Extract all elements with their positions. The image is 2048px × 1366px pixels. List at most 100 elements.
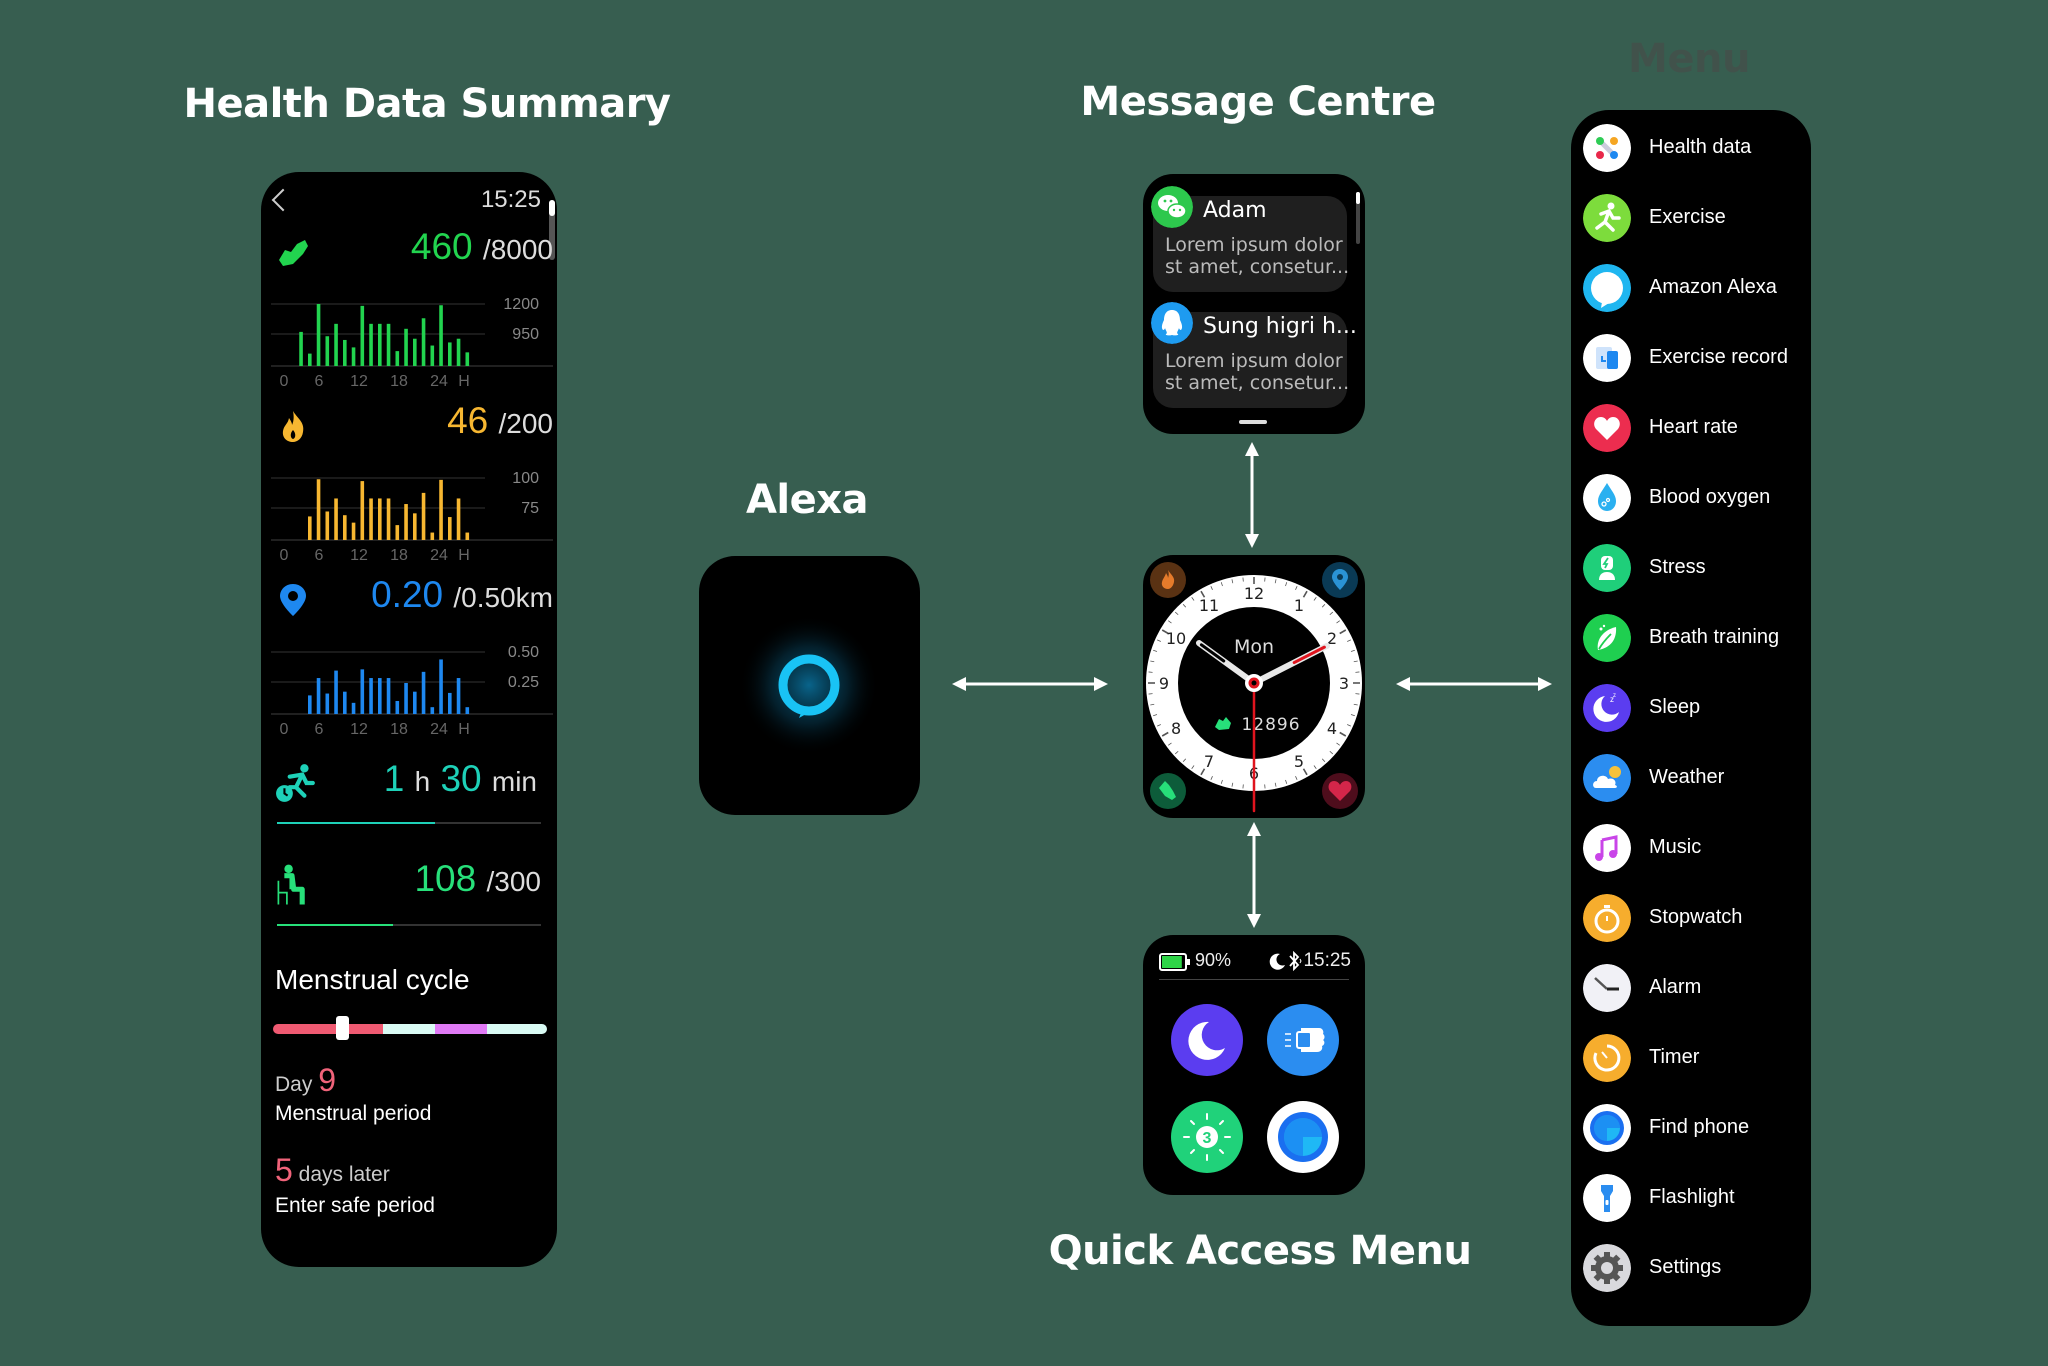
x-tick-label: 24 <box>430 721 448 738</box>
exercise-minutes: 30 <box>440 758 482 799</box>
clock-tick <box>1347 724 1351 727</box>
qq-icon <box>1151 302 1193 344</box>
chart-bar <box>334 498 338 540</box>
exercise-hours-unit: h <box>414 766 431 797</box>
menu-item-alarm[interactable]: Alarm <box>1583 964 1803 1014</box>
alexa-screen[interactable] <box>699 556 920 815</box>
standing-progress-bar <box>277 924 541 926</box>
x-tick-label: 24 <box>430 373 448 390</box>
steps-goal: /8000 <box>482 234 553 265</box>
x-tick-label: 0 <box>280 721 289 738</box>
x-tick-label: 6 <box>315 373 324 390</box>
location-pin-icon <box>280 584 306 616</box>
clock-tick <box>1329 750 1334 755</box>
chart-bar <box>439 305 443 366</box>
menu-item-flashlight[interactable]: Flashlight <box>1583 1174 1803 1224</box>
menu-item-settings[interactable]: Settings <box>1583 1244 1803 1294</box>
x-tick-label: 18 <box>390 721 408 738</box>
complication-calories[interactable] <box>1150 562 1186 598</box>
weather-icon <box>1583 754 1631 802</box>
chart-bar <box>448 342 452 366</box>
exercise-row[interactable]: 1 h 30 min <box>261 754 557 824</box>
clock-tick <box>1336 620 1340 624</box>
complication-steps[interactable] <box>1150 773 1186 809</box>
x-tick-label: 0 <box>280 547 289 564</box>
menu-item-breath-training[interactable]: Breath training <box>1583 614 1803 664</box>
menstrual-cycle-marker[interactable] <box>335 1016 349 1040</box>
chart-bar <box>369 678 373 714</box>
leaf-icon <box>1583 614 1631 662</box>
scrollbar[interactable] <box>549 200 555 260</box>
menu-item-music[interactable]: Music <box>1583 824 1803 874</box>
clock-number: 10 <box>1166 629 1186 648</box>
day-number: 9 <box>318 1062 336 1098</box>
x-tick-label: 0 <box>280 373 289 390</box>
brightness-button[interactable]: 3 <box>1171 1101 1243 1173</box>
menu-item-find-phone[interactable]: Find phone <box>1583 1104 1803 1154</box>
complication-heart[interactable] <box>1322 773 1358 809</box>
calories-row[interactable]: 46 /200 <box>261 400 557 450</box>
raise-to-wake-button[interactable] <box>1267 1004 1339 1076</box>
clock-number: 1 <box>1294 596 1304 615</box>
chart-bar <box>439 479 443 540</box>
menu-item-exercise-record[interactable]: Exercise record <box>1583 334 1803 384</box>
cycle-segment <box>382 1024 435 1034</box>
menstrual-cycle-bar[interactable] <box>273 1024 547 1034</box>
menu-item-label: Exercise record <box>1649 346 1788 368</box>
chart-bar <box>386 678 391 714</box>
chart-bar <box>465 352 470 366</box>
x-tick-label: 12 <box>350 373 368 390</box>
chart-bar <box>413 338 417 366</box>
watch-face-screen[interactable]: 121234567891011 Mon 12896 <box>1143 555 1365 818</box>
message-sender: Adam <box>1203 198 1267 223</box>
menu-item-stopwatch[interactable]: Stopwatch <box>1583 894 1803 944</box>
menu-item-timer[interactable]: Timer <box>1583 1034 1803 1084</box>
clock-tick <box>1295 586 1298 590</box>
menu-item-label: Timer <box>1649 1046 1700 1068</box>
menu-item-stress[interactable]: Stress <box>1583 544 1803 594</box>
scrollbar[interactable] <box>1356 192 1360 244</box>
clock-number: 4 <box>1327 719 1337 738</box>
clock-tick <box>1336 742 1340 746</box>
clock-number: 5 <box>1294 752 1304 771</box>
shoe-icon <box>279 240 308 266</box>
message-item[interactable]: Adam Lorem ipsum dolor st amet, consetur… <box>1151 186 1349 292</box>
y-tick-label: 950 <box>512 326 539 343</box>
health-summary-title: Health Data Summary <box>183 81 671 127</box>
clock-tick <box>1285 779 1288 784</box>
standing-row[interactable]: 108 /300 <box>261 856 557 926</box>
menu-item-amazon-alexa[interactable]: Amazon Alexa <box>1583 264 1803 314</box>
find-phone-button[interactable] <box>1267 1101 1339 1173</box>
alexa-icon[interactable] <box>699 556 920 815</box>
menu-item-heart-rate[interactable]: Heart rate <box>1583 404 1803 454</box>
menu-item-weather[interactable]: Weather <box>1583 754 1803 804</box>
chart-bar <box>343 339 347 366</box>
status-time: 15:25 <box>480 186 541 213</box>
menu-item-health-data[interactable]: Health data <box>1583 124 1803 174</box>
complication-distance[interactable] <box>1322 562 1358 598</box>
menu-item-exercise[interactable]: Exercise <box>1583 194 1803 244</box>
menu-item-blood-oxygen[interactable]: Blood oxygen <box>1583 474 1803 524</box>
do-not-disturb-button[interactable] <box>1171 1004 1243 1076</box>
swipe-handle[interactable] <box>1239 420 1267 424</box>
x-tick-label: 6 <box>315 721 324 738</box>
back-icon[interactable] <box>271 188 295 212</box>
clock-tick <box>1161 629 1169 635</box>
chart-bar <box>465 532 470 540</box>
chart-bar <box>343 515 347 540</box>
wechat-icon <box>1151 186 1193 228</box>
clock-number: 12 <box>1244 584 1264 603</box>
message-item[interactable]: Sung higri h... Lorem ipsum dolor st ame… <box>1151 302 1357 408</box>
steps-row[interactable]: 460 /8000 <box>261 226 557 276</box>
clock-tick <box>1161 731 1169 737</box>
distance-row[interactable]: 0.20 /0.50km <box>261 574 557 624</box>
chart-bar <box>308 516 312 540</box>
chart-bar <box>316 304 321 366</box>
message-preview: Lorem ipsum dolor st amet, consetur... <box>1165 350 1350 394</box>
steps-value: 460 <box>410 226 473 267</box>
calories-value: 46 <box>447 400 489 441</box>
chart-bar <box>413 513 417 540</box>
